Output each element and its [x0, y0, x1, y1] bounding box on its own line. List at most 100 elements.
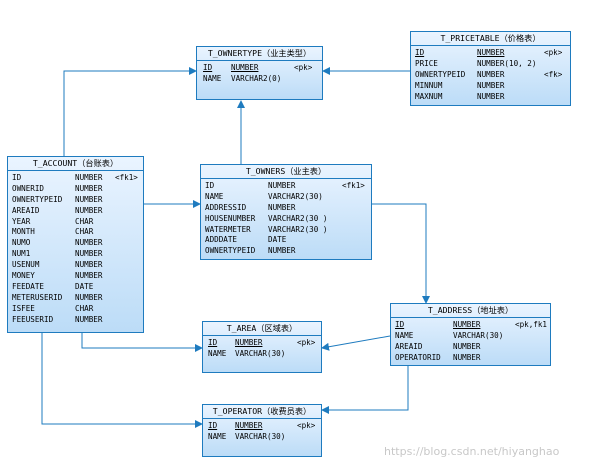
column-type: NUMBER [268, 181, 296, 190]
column-name: OWNERTYPEID [205, 246, 256, 256]
column-key: <fk1> [115, 173, 138, 182]
column-row: OPERATORID NUMBER [391, 353, 550, 364]
column-list: ID NUMBER <pk> NAME VARCHAR2(0) [197, 61, 322, 85]
table-title: T_OWNERTYPE（业主类型） [197, 47, 322, 61]
watermark: https://blog.csdn.net/hiyanghao [384, 445, 560, 458]
column-type: VARCHAR2(30 ) [268, 224, 328, 234]
column-type: VARCHAR2(0) [231, 73, 282, 83]
column-name: OPERATORID [395, 352, 441, 362]
table-title: T_ACCOUNT（台账表） [8, 157, 143, 171]
column-type: NUMBER [75, 238, 103, 248]
column-name: YEAR [12, 216, 31, 226]
column-name: ID [395, 320, 405, 329]
column-row: ADDRESSID NUMBER [201, 203, 371, 214]
column-name: ADDDATE [205, 235, 238, 245]
column-row: YEAR CHAR [8, 217, 143, 228]
column-name: MONEY [12, 271, 35, 281]
column-type: NUMBER [453, 320, 481, 329]
column-name: OWNERTYPEID [415, 69, 466, 79]
column-type: NUMBER [477, 48, 505, 57]
column-type: VARCHAR2(30 ) [268, 213, 328, 223]
column-name: NUMO [12, 238, 31, 248]
column-type: NUMBER [75, 271, 103, 281]
column-name: ID [415, 48, 425, 57]
column-name: NAME [208, 431, 227, 441]
column-name: FEEUSERID [12, 314, 54, 324]
column-type: NUMBER [75, 292, 103, 302]
column-type: CHAR [75, 216, 94, 226]
column-row: FEEUSERID NUMBER [8, 315, 143, 326]
column-name: NUM1 [12, 249, 31, 259]
column-name: ID [205, 181, 215, 190]
column-type: NUMBER [477, 80, 505, 90]
column-row: ID NUMBER <pk> [203, 338, 321, 349]
column-row: NAME VARCHAR2(0) [197, 74, 322, 85]
column-name: ISFEE [12, 303, 35, 313]
column-row: OWNERTYPEID NUMBER [201, 246, 371, 257]
column-type: VARCHAR(30) [235, 348, 286, 358]
column-name: NAME [395, 330, 414, 340]
table-title: T_OWNERS（业主表） [201, 165, 371, 179]
column-type: NUMBER [231, 63, 259, 72]
column-row: MONEY NUMBER [8, 271, 143, 282]
table-title: T_PRICETABLE（价格表） [411, 32, 570, 46]
column-list: ID NUMBER <pk> NAME VARCHAR(30) [203, 336, 321, 360]
table-ownertype[interactable]: T_OWNERTYPE（业主类型） ID NUMBER <pk> NAME VA… [196, 46, 323, 100]
column-name: ADDRESSID [205, 202, 247, 212]
column-name: WATERMETER [205, 224, 251, 234]
column-row: PRICE NUMBER(10, 2) [411, 59, 570, 70]
column-name: OWNERID [12, 183, 45, 193]
column-name: ID [203, 63, 213, 72]
column-type: NUMBER [477, 69, 505, 79]
column-type: DATE [75, 281, 94, 291]
column-name: AREAID [12, 205, 40, 215]
column-name: ID [208, 338, 218, 347]
column-name: NAME [205, 191, 224, 201]
column-row: ID NUMBER <pk> [411, 48, 570, 59]
column-row: ID NUMBER <pk> [197, 63, 322, 74]
column-type: NUMBER [235, 421, 263, 430]
column-row: NUMO NUMBER [8, 238, 143, 249]
column-type: NUMBER [453, 352, 481, 362]
column-key: <fk1> [342, 181, 365, 190]
column-row: ID NUMBER <fk1> [201, 181, 371, 192]
column-type: NUMBER [268, 202, 296, 212]
column-name: ID [12, 173, 22, 182]
table-title: T_OPERATOR（收费员表） [203, 405, 321, 419]
column-type: NUMBER [75, 183, 103, 193]
column-name: PRICE [415, 58, 438, 68]
edge-account-to-area [81, 333, 203, 352]
column-key: <pk> [297, 421, 316, 430]
column-type: NUMBER [268, 246, 296, 256]
column-type: DATE [268, 235, 287, 245]
column-type: NUMBER [75, 314, 103, 324]
column-type: NUMBER [235, 338, 263, 347]
column-name: OWNERTYPEID [12, 194, 63, 204]
table-owners[interactable]: T_OWNERS（业主表） ID NUMBER <fk1> NAME VARCHAR2… [200, 164, 372, 260]
edge-account-to-ownertype [63, 67, 197, 156]
column-name: AREAID [395, 341, 423, 351]
column-key: <pk> [297, 338, 316, 347]
column-key: <fk> [544, 69, 563, 79]
table-account[interactable]: T_ACCOUNT（台账表） ID NUMBER <fk1> OWNERID NUMB… [7, 156, 144, 333]
column-name: NAME [208, 348, 227, 358]
column-row: MINNUM NUMBER [411, 81, 570, 92]
column-name: HOUSENUMBER [205, 213, 256, 223]
column-type: NUMBER [75, 260, 103, 270]
table-pricetable[interactable]: T_PRICETABLE（价格表） ID NUMBER <pk> PRICE N… [410, 31, 571, 106]
column-type: CHAR [75, 303, 94, 313]
